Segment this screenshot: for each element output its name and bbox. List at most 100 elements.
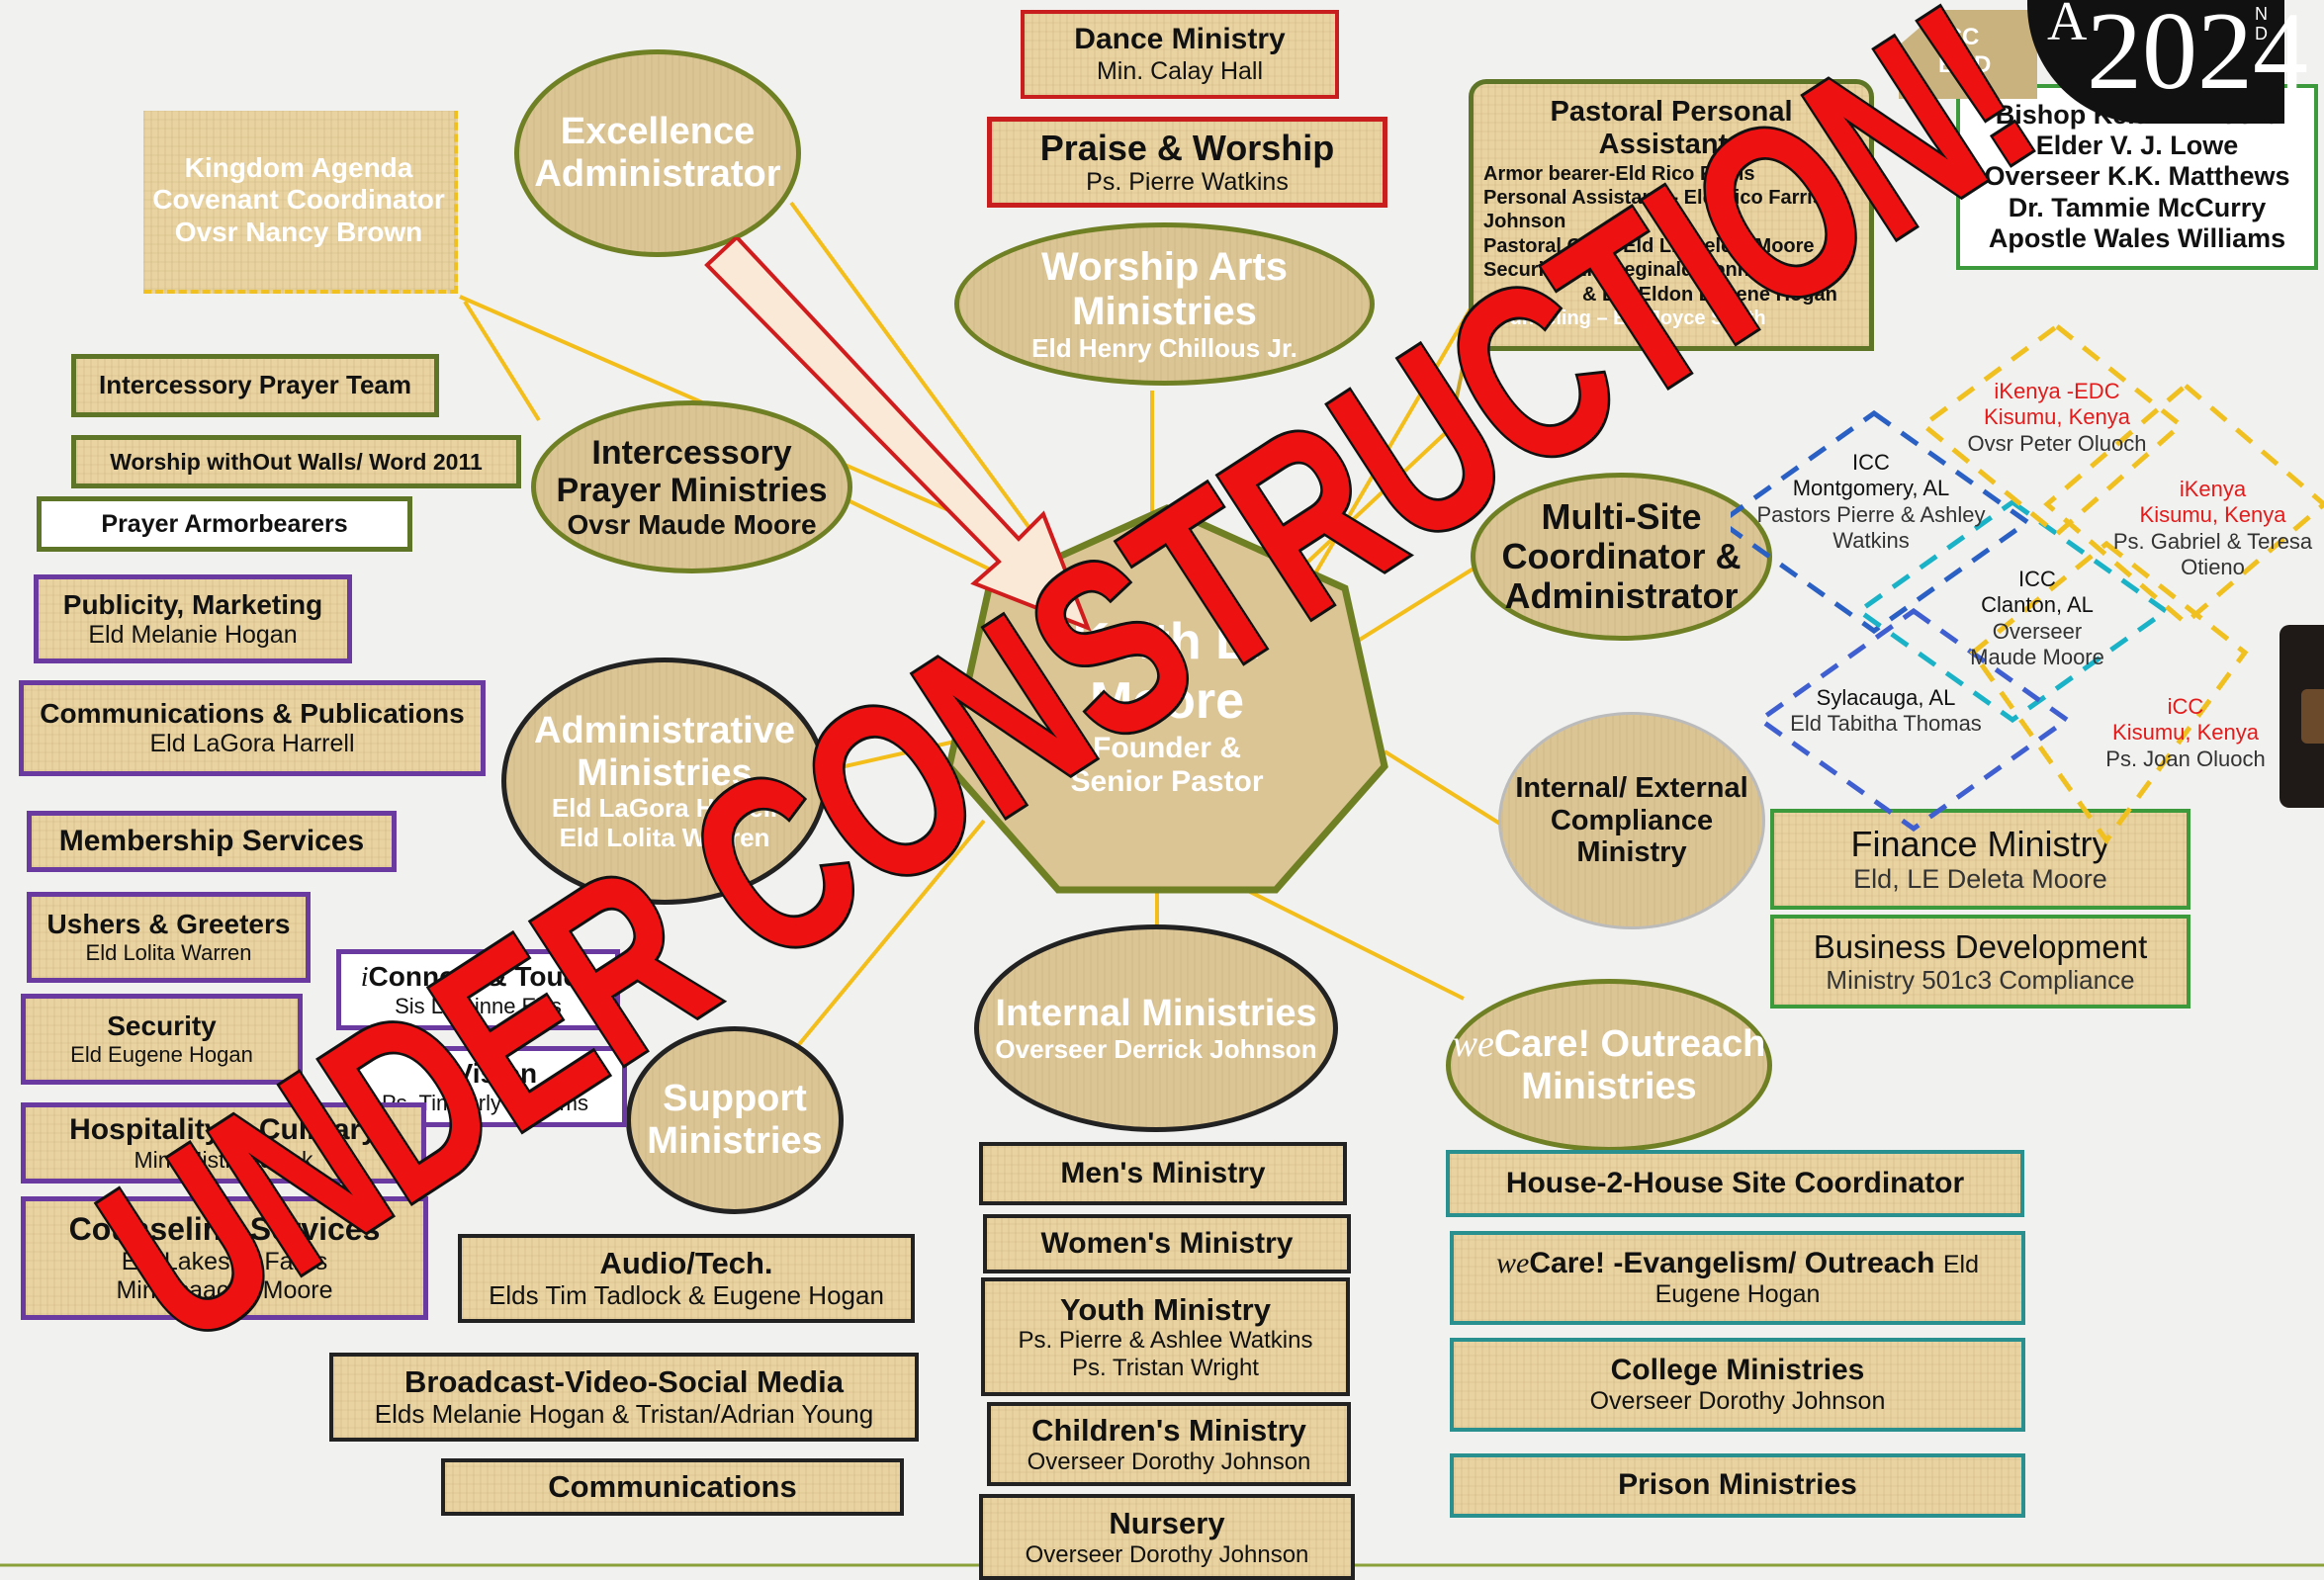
worship-without-title: Worship withOut Walls/ Word 2011 <box>110 448 483 475</box>
dance-title: Dance Ministry <box>1074 23 1286 56</box>
childrens-ministry-box[interactable]: Children's Ministry Overseer Dorothy Joh… <box>987 1402 1351 1486</box>
audio-tech-box[interactable]: Audio/Tech. Elds Tim Tadlock & Eugene Ho… <box>458 1234 915 1323</box>
pastoral-line-6: & Eld Eldon Eugene Hogan <box>1582 283 1837 306</box>
clanton-l3: Overseer <box>1992 618 2083 644</box>
communications-box[interactable]: Communications <box>441 1458 904 1516</box>
business-development-box[interactable]: Business Development Ministry 501c3 Comp… <box>1770 915 2190 1009</box>
iconnect-prefix: i <box>360 961 369 993</box>
security-box[interactable]: Security Eld Eugene Hogan <box>21 994 303 1085</box>
communications-pub-leader: Eld LaGora Harrell <box>149 730 355 758</box>
icc-kenya-l2: Kisumu, Kenya <box>2112 720 2259 746</box>
sylacauga-l1: Sylacauga, AL <box>1816 685 1956 710</box>
wecare-outreach-node[interactable]: weCare! Outreach Ministries <box>1446 979 1772 1152</box>
icc-kenya-l1: iCC <box>2167 694 2204 719</box>
site-kenya[interactable]: iKenya Kisumu, Kenya Ps. Gabriel & Teres… <box>2101 477 2324 581</box>
kingdom-agenda-box[interactable]: Kingdom Agenda Covenant Coordinator Ovsr… <box>143 111 458 294</box>
site-clanton[interactable]: ICC Clanton, AL Overseer Maude Moore <box>1953 567 2121 671</box>
hospitality-title: Hospitality & Culinary <box>69 1112 378 1146</box>
pointer-arrow-icon <box>704 237 1092 632</box>
mens-ministry-box[interactable]: Men's Ministry <box>979 1142 1347 1205</box>
worship-without-walls-box[interactable]: Worship withOut Walls/ Word 2011 <box>71 435 521 488</box>
youth-ministry-box[interactable]: Youth Ministry Ps. Pierre & Ashlee Watki… <box>981 1277 1350 1396</box>
finance-title: Finance Ministry <box>1850 823 2110 864</box>
ushers-title: Ushers & Greeters <box>46 909 291 940</box>
multi-site-node[interactable]: Multi-Site Coordinator & Administrator <box>1471 473 1772 641</box>
invision-title: inVision <box>433 1058 537 1091</box>
broadcast-leaders: Elds Melanie Hogan & Tristan/Adrian Youn… <box>374 1398 874 1429</box>
prayer-armorbearers-box[interactable]: Prayer Armorbearers <box>37 496 412 552</box>
site-sylacauga[interactable]: Sylacauga, AL Eld Tabitha Thomas <box>1772 685 2000 738</box>
business-sub: Ministry 501c3 Compliance <box>1826 964 2135 995</box>
year-badge: A 2024 N D <box>2027 0 2308 124</box>
publicity-box[interactable]: Publicity, Marketing Eld Melanie Hogan <box>34 574 352 663</box>
pastoral-line-2: Personal Assistants- Eld Rico Farris <box>1483 187 1824 210</box>
counseling-leader-1: Eld Lakesha Farris <box>121 1248 328 1276</box>
clanton-l4: Maude Moore <box>1970 645 2104 670</box>
compliance-node[interactable]: Internal/ External Compliance Ministry <box>1498 712 1765 929</box>
internal-title: Internal Ministries <box>995 993 1317 1035</box>
communications-publications-box[interactable]: Communications & Publications Eld LaGora… <box>19 680 486 776</box>
senior-pastor-name: Keith L. Moore <box>1072 613 1262 730</box>
worship-arts-node[interactable]: Worship Arts Ministries Eld Henry Chillo… <box>954 222 1375 386</box>
pastoral-assistants-box[interactable]: Pastoral Personal Assistants Armor beare… <box>1469 79 1874 351</box>
iconnect-title: iConnect & Touch <box>361 961 595 994</box>
youth-leader-1: Ps. Pierre & Ashlee Watkins <box>1018 1327 1313 1355</box>
kenya-edc-l3: Ovsr Peter Oluoch <box>1967 430 2147 456</box>
support-ministries-node[interactable]: Support Ministries <box>626 1026 844 1214</box>
wecare-title-text: Care! Outreach Ministries <box>1493 1022 1766 1107</box>
audio-leaders: Elds Tim Tadlock & Eugene Hogan <box>489 1279 884 1310</box>
multi-site-title: Multi-Site Coordinator & Administrator <box>1501 495 1742 617</box>
finance-ministry-box[interactable]: Finance Ministry Eld, LE Deleta Moore <box>1770 809 2190 910</box>
site-icc-kenya[interactable]: iCC Kisumu, Kenya Ps. Joan Oluoch <box>2082 694 2289 772</box>
kenya-l4: Otieno <box>2181 555 2245 580</box>
evangelism-title-text: Care! -Evangelism/ Outreach <box>1529 1246 1935 1279</box>
college-title: College Ministries <box>1610 1353 1865 1386</box>
college-ministries-box[interactable]: College Ministries Overseer Dorothy John… <box>1450 1338 2025 1432</box>
praise-worship-box[interactable]: Praise & Worship Ps. Pierre Watkins <box>987 117 1387 208</box>
intercessory-prayer-node[interactable]: Intercessory Prayer Ministries Ovsr Maud… <box>531 400 852 573</box>
intercessory-prayer-team-box[interactable]: Intercessory Prayer Team <box>71 354 439 417</box>
internal-ministries-node[interactable]: Internal Ministries Overseer Derrick Joh… <box>974 924 1338 1132</box>
kenya-l3: Ps. Gabriel & Teresa <box>2112 528 2313 554</box>
multi-site-diamonds <box>1731 322 2324 845</box>
sylacauga-l2: Eld Tabitha Thomas <box>1790 711 1982 737</box>
wecare-evangelism-box[interactable]: weCare! -Evangelism/ Outreach Eld Eugene… <box>1450 1231 2025 1325</box>
hospitality-culinary-box[interactable]: Hospitality & Culinary Min. Misti Tadloc… <box>21 1102 426 1184</box>
kenya-edc-l2: Kisumu, Kenya <box>1984 404 2130 430</box>
dance-ministry-box[interactable]: Dance Ministry Min. Calay Hall <box>1021 10 1339 99</box>
prison-ministries-box[interactable]: Prison Ministries <box>1450 1453 2025 1518</box>
ushers-greeters-box[interactable]: Ushers & Greeters Eld Lolita Warren <box>27 892 311 983</box>
counseling-services-box[interactable]: Counseling Services Eld Lakesha Farris M… <box>21 1196 428 1320</box>
house-to-house-box[interactable]: House-2-House Site Coordinator <box>1446 1150 2024 1217</box>
pastoral-line-4: Pastoral Care- Eld LE Deleta Moore <box>1483 234 1815 257</box>
praise-title: Praise & Worship <box>1039 127 1335 168</box>
counseling-leader-2: Min. Isaac P. Moore <box>116 1275 333 1304</box>
montgomery-l3: Pastors Pierre & Ashley <box>1756 501 1986 527</box>
board-of-directors-box[interactable]: Bishop Keith L. Moore Elder V. J. Lowe O… <box>1956 84 2318 270</box>
wecare-title: weCare! Outreach Ministries <box>1451 1023 1767 1107</box>
clanton-l2: Clanton, AL <box>1981 592 2094 618</box>
kenya-edc-l1: iKenya -EDC <box>1994 379 2120 403</box>
bod-line-4: Dr. Tammie McCurry <box>2008 192 2267 222</box>
administrative-node[interactable]: Administrative Ministries Eld LaGora Har… <box>501 658 828 905</box>
site-montgomery[interactable]: ICC Montgomery, AL Pastors Pierre & Ashl… <box>1743 450 2000 555</box>
evangelism-leader: Eugene Hogan <box>1654 1280 1821 1309</box>
membership-services-box[interactable]: Membership Services <box>27 811 397 872</box>
youth-leader-2: Ps. Tristan Wright <box>1072 1354 1259 1381</box>
site-kenya-edc[interactable]: iKenya -EDC Kisumu, Kenya Ovsr Peter Olu… <box>1953 379 2161 457</box>
nursery-box[interactable]: Nursery Overseer Dorothy Johnson <box>979 1494 1355 1580</box>
womens-ministry-box[interactable]: Women's Ministry <box>983 1214 1351 1273</box>
invision-title-text: Vision <box>454 1057 538 1089</box>
excellence-title: Excellence Administrator <box>534 111 781 195</box>
worship-arts-title: Worship Arts Ministries <box>1041 245 1288 333</box>
iconnect-box[interactable]: iConnect & Touch Sis Lorainne Ellis <box>336 949 620 1030</box>
publicity-title: Publicity, Marketing <box>62 588 323 620</box>
pastoral-title: Pastoral Personal Assistants <box>1550 96 1793 161</box>
nursery-leader: Overseer Dorothy Johnson <box>1025 1540 1309 1568</box>
excellence-administrator-node[interactable]: Excellence Administrator <box>514 49 801 257</box>
administrative-title: Administrative Ministries <box>534 710 795 794</box>
internal-leader: Overseer Derrick Johnson <box>995 1033 1317 1064</box>
wecare-prefix: we <box>1452 1022 1494 1065</box>
broadcast-box[interactable]: Broadcast-Video-Social Media Elds Melani… <box>329 1353 919 1442</box>
evangelism-prefix: we <box>1496 1246 1530 1279</box>
